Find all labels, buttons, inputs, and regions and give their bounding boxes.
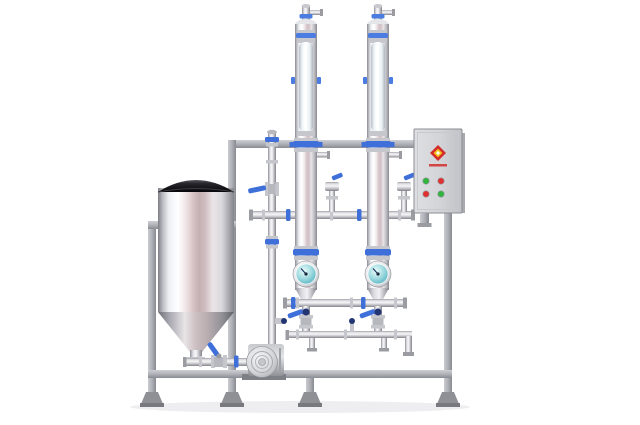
riser-top-cap xyxy=(267,129,277,135)
tank-shell xyxy=(158,188,234,312)
ferrule xyxy=(266,160,278,164)
valve-flange xyxy=(265,182,269,196)
indicator-light-4 xyxy=(437,190,445,198)
valve-flange xyxy=(223,355,227,368)
control-panel xyxy=(413,128,465,227)
upper-manifold xyxy=(249,172,416,221)
leveling-foot xyxy=(436,378,460,407)
floor-shadow xyxy=(130,401,470,413)
valve-pivot xyxy=(216,353,222,359)
motor-fin xyxy=(279,348,281,372)
frame-bottom-rail xyxy=(148,370,452,378)
leveling-foot xyxy=(298,378,322,407)
sample-riser-valve xyxy=(325,172,344,212)
valve-handle xyxy=(207,342,220,357)
ferrule xyxy=(296,329,299,340)
tri-clamp-blue xyxy=(265,137,279,142)
discharge-butterfly-valve xyxy=(207,342,227,368)
tri-clamp-blue xyxy=(357,209,362,221)
pipe-end-cap xyxy=(285,330,289,340)
tank-dome-rim xyxy=(157,188,235,193)
ferrule xyxy=(344,329,347,340)
tri-clamp-blue xyxy=(291,297,296,309)
ferrule xyxy=(394,329,397,340)
leveling-foot xyxy=(220,378,244,407)
column-1-drain-valve xyxy=(287,306,317,352)
tri-clamp-blue xyxy=(361,297,366,309)
manifold-end-cap xyxy=(283,297,287,309)
elbow-down xyxy=(405,336,412,353)
panel-conduit-cap xyxy=(417,223,432,227)
frame-top-rail xyxy=(230,140,452,148)
panel-door-outline xyxy=(417,132,459,210)
panel-shadow xyxy=(461,133,465,213)
tri-clamp-blue xyxy=(286,209,291,221)
ferrule xyxy=(266,143,278,147)
sample-riser-valve xyxy=(397,172,416,212)
manifold-end-cap xyxy=(411,209,415,221)
ferrule xyxy=(398,209,401,221)
manifold-end-cap xyxy=(403,297,407,309)
sample-valve-stem xyxy=(275,318,283,324)
valve-flange xyxy=(275,182,279,196)
volute-spiral xyxy=(255,355,269,369)
indicator-light-1 xyxy=(422,177,430,185)
frame-right-post xyxy=(444,140,452,376)
centrifugal-pump xyxy=(242,344,286,380)
ferrule xyxy=(394,297,397,309)
valve-body xyxy=(268,184,276,194)
sample-valve-knob xyxy=(349,318,355,324)
brand-logo xyxy=(430,145,446,161)
membrane-column-1 xyxy=(288,3,331,308)
frame-left-post xyxy=(148,221,156,376)
indicator-light-2 xyxy=(437,177,445,185)
ferrule xyxy=(266,245,278,249)
membrane-column-2 xyxy=(360,3,403,308)
ferrule xyxy=(330,209,333,221)
ferrule xyxy=(266,236,278,240)
ferrule xyxy=(296,297,299,309)
panel-conduit xyxy=(420,213,429,224)
bottom-return-pipe xyxy=(285,318,414,356)
manifold-pipe xyxy=(286,299,404,307)
logo-diamond-inner xyxy=(436,151,440,155)
tank-cone xyxy=(158,312,234,352)
valve-body xyxy=(214,357,224,367)
indicator-light-3 xyxy=(422,190,430,198)
ferrule xyxy=(199,356,202,367)
pipe-end-cap xyxy=(183,357,187,367)
tank-outlet-stub xyxy=(190,350,202,360)
sample-valve-stem xyxy=(350,323,354,332)
feed-riser-pipe xyxy=(248,129,287,358)
return-pipe xyxy=(288,331,412,338)
valve-flange xyxy=(211,355,215,368)
ferrule xyxy=(262,209,265,221)
volute-spiral xyxy=(251,351,273,373)
sample-valve-knob xyxy=(281,318,287,324)
feed-tank xyxy=(157,180,235,361)
tri-clamp-blue xyxy=(265,239,279,245)
tri-clamp-blue xyxy=(234,355,239,368)
drain-cap xyxy=(403,352,414,356)
leveling-foot xyxy=(140,378,164,407)
ferrule xyxy=(350,297,353,309)
column-2-drain-valve xyxy=(359,306,389,352)
pump-hub xyxy=(258,358,266,366)
manifold-end-cap xyxy=(249,209,253,221)
riser-butterfly-valve xyxy=(248,182,279,196)
lower-manifold xyxy=(283,297,407,309)
tank-discharge-line xyxy=(183,342,250,368)
panel-enclosure xyxy=(413,128,463,214)
brand-text-mark xyxy=(429,164,447,167)
valve-handle xyxy=(248,185,267,194)
